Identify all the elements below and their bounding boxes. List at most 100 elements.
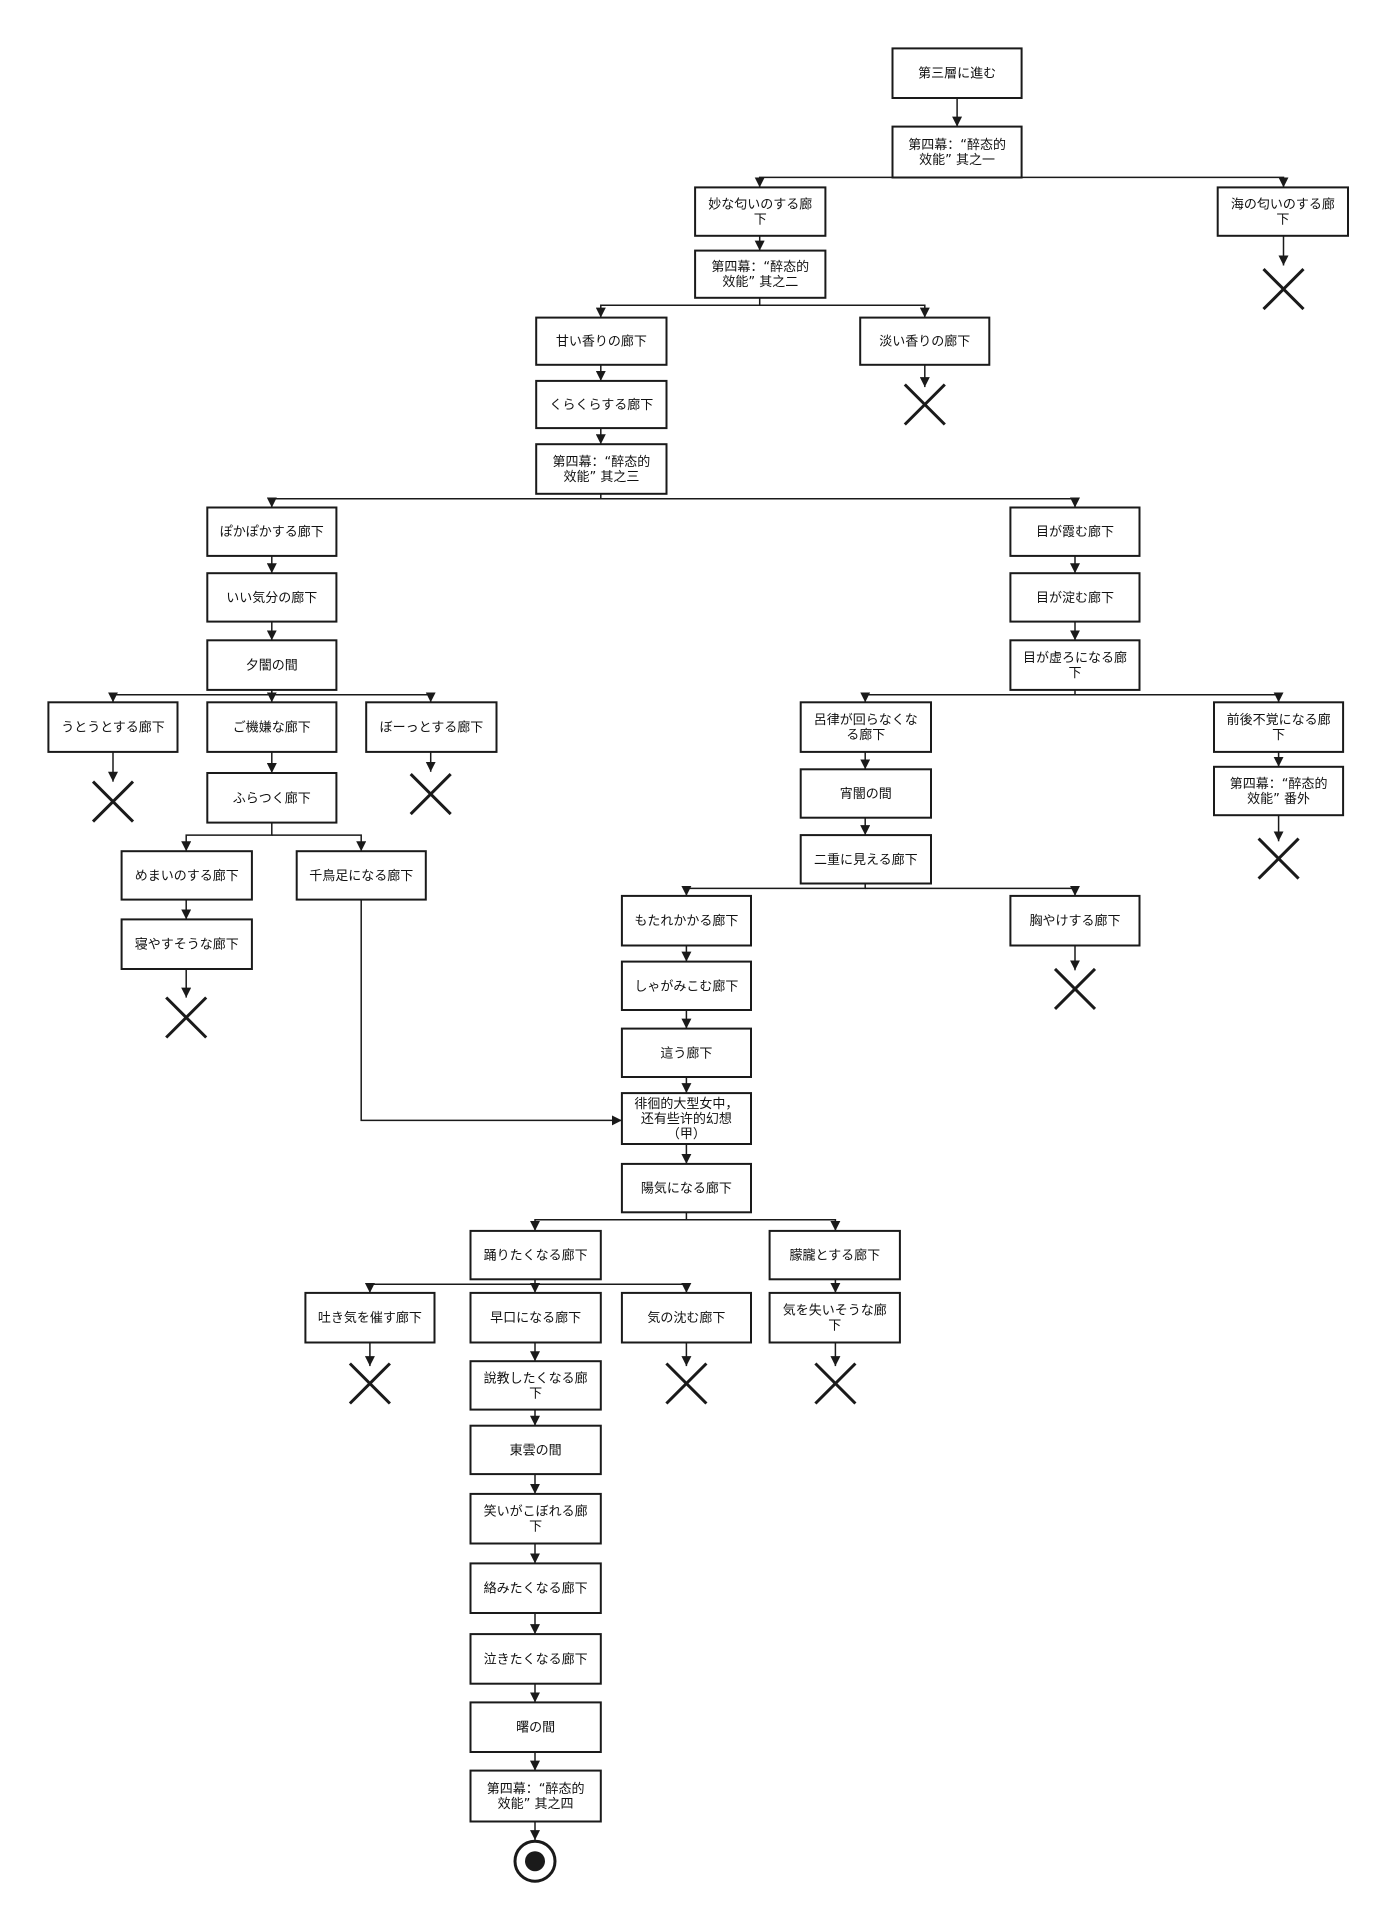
flow-arrow xyxy=(595,297,761,318)
flow-node-box xyxy=(1216,186,1349,237)
flow-node-label: 下 xyxy=(529,1520,542,1535)
cross-stroke xyxy=(348,1362,391,1405)
flow-node-box xyxy=(535,443,668,495)
flow-node: めまいのする廊下 xyxy=(120,850,253,901)
flow-node-label: いい気分の廊下 xyxy=(226,590,317,606)
flow-node-label: 还有些许的幻想 xyxy=(641,1111,732,1127)
flow-node-label: （甲） xyxy=(667,1127,706,1142)
flow-node-label: 效能” 其之二 xyxy=(722,275,798,290)
end-point-dot xyxy=(525,1851,545,1872)
flow-node-box xyxy=(120,918,253,971)
flow-node-box xyxy=(535,379,668,430)
flow-node-box xyxy=(620,1291,753,1344)
flow-node: ぼーっとする廊下 xyxy=(365,701,498,753)
flow-arrow xyxy=(364,1279,536,1293)
flow-node-box xyxy=(620,1027,753,1078)
flow-node-label: 曙の間 xyxy=(516,1721,555,1736)
flow-node: 淡い香りの廊下 xyxy=(859,316,991,366)
flow-node: 千鳥足になる廊下 xyxy=(295,850,427,901)
flow-arrow xyxy=(271,834,367,852)
dead-end-cross-icon xyxy=(1053,967,1097,1010)
flow-arrow xyxy=(759,304,930,318)
flow-arrow xyxy=(530,1212,688,1231)
flow-node-label: 呂律が回らなくな xyxy=(814,713,918,728)
flow-node-box xyxy=(206,639,338,691)
dead-end-cross-icon xyxy=(409,773,452,816)
flow-node-label: 下 xyxy=(828,1319,841,1334)
flow-node-box xyxy=(469,1492,602,1545)
dead-end-cross-icon xyxy=(91,780,135,823)
flow-node: 踊りたくなる廊下 xyxy=(469,1229,602,1281)
dead-end-cross-icon xyxy=(903,383,946,426)
flow-node-label: 下 xyxy=(1068,666,1081,681)
flow-node-label: ふらつく廊下 xyxy=(233,790,311,806)
flow-node-label: 效能” 其之四 xyxy=(498,1797,574,1812)
end-point-icon xyxy=(513,1839,557,1883)
flow-node-box xyxy=(535,316,668,366)
flow-node-label: 效能” 其之三 xyxy=(563,470,639,485)
cross-stroke xyxy=(165,996,208,1039)
flow-node: 朦朧とする廊下 xyxy=(768,1229,901,1281)
flow-node-box xyxy=(206,772,338,824)
flow-arrow xyxy=(271,692,436,703)
flow-node-label: 淡い香りの廊下 xyxy=(879,334,970,350)
flow-node: 目が霞む廊下 xyxy=(1009,506,1141,557)
flow-node: 気の沈む廊下 xyxy=(620,1291,753,1344)
flow-node: 宵闇の間 xyxy=(799,768,933,819)
cross-stroke xyxy=(1262,268,1305,311)
flow-node-label: 第三層に進む xyxy=(918,67,996,82)
dead-end-cross-icon xyxy=(348,1362,391,1405)
dead-end-cross-icon xyxy=(665,1362,708,1405)
flow-node: 曙の間 xyxy=(469,1701,602,1754)
flow-node-label: 寝やすそうな廊下 xyxy=(135,937,239,953)
flow-node-box xyxy=(469,1360,602,1411)
flow-arrow xyxy=(600,497,1080,508)
flow-node-label: 目が虚ろになる廊 xyxy=(1023,650,1127,666)
flow-node-box xyxy=(891,125,1023,179)
flow-node-label: ぽかぽかする廊下 xyxy=(220,524,324,540)
flow-node: ぽかぽかする廊下 xyxy=(206,506,338,557)
flow-arrow xyxy=(686,1218,841,1231)
flow-arrow xyxy=(181,822,273,852)
flow-node: 目が淀む廊下 xyxy=(1009,572,1141,623)
flow-node: 絡みたくなる廊下 xyxy=(469,1562,602,1615)
flow-node: 第三層に進む xyxy=(891,47,1023,99)
flow-node-box xyxy=(1009,639,1141,691)
flow-node-label: 第四幕：“醉态的 xyxy=(908,137,1006,153)
flow-node-box xyxy=(295,850,427,901)
flow-node-label: 甘い香りの廊下 xyxy=(556,334,647,350)
flow-node-label: 二重に見える廊下 xyxy=(814,852,918,868)
flow-node-label: 泣きたくなる廊下 xyxy=(484,1652,588,1668)
flow-node: 東雲の間 xyxy=(469,1424,602,1476)
dead-end-cross-icon xyxy=(165,996,208,1039)
cross-stroke xyxy=(409,773,452,816)
flow-node-box xyxy=(469,1562,602,1615)
flow-node-label: 吐き気を催す廊下 xyxy=(318,1310,422,1326)
flow-node-label: 妙な匂いのする廊 xyxy=(708,197,812,213)
flow-node-box xyxy=(1213,765,1345,817)
flow-arrow xyxy=(108,689,273,703)
flow-node-box xyxy=(206,572,338,623)
flow-node-box xyxy=(1213,701,1345,753)
flow-node-label: 效能” 其之一 xyxy=(919,153,995,168)
flow-arrow xyxy=(1075,692,1284,703)
flow-node-label: 這う廊下 xyxy=(660,1045,712,1061)
flow-node-box xyxy=(1009,506,1141,557)
flow-node-label: ぼーっとする廊下 xyxy=(380,720,484,736)
flow-node-box xyxy=(206,506,338,557)
flow-node-label: 說教したくなる廊 xyxy=(484,1370,588,1386)
flow-node-label: る廊下 xyxy=(846,727,885,743)
flow-node-box xyxy=(799,834,933,885)
flow-node-label: 東雲の間 xyxy=(510,1442,562,1458)
flow-node: 二重に見える廊下 xyxy=(799,834,933,885)
flow-node-label: 第四幕：“醉态的 xyxy=(711,259,809,275)
flow-arrow xyxy=(266,493,602,508)
flow-node: うとうとする廊下 xyxy=(47,701,179,753)
flow-node-label: 下 xyxy=(754,213,767,228)
flow-node-label: 朦朧とする廊下 xyxy=(789,1248,880,1264)
